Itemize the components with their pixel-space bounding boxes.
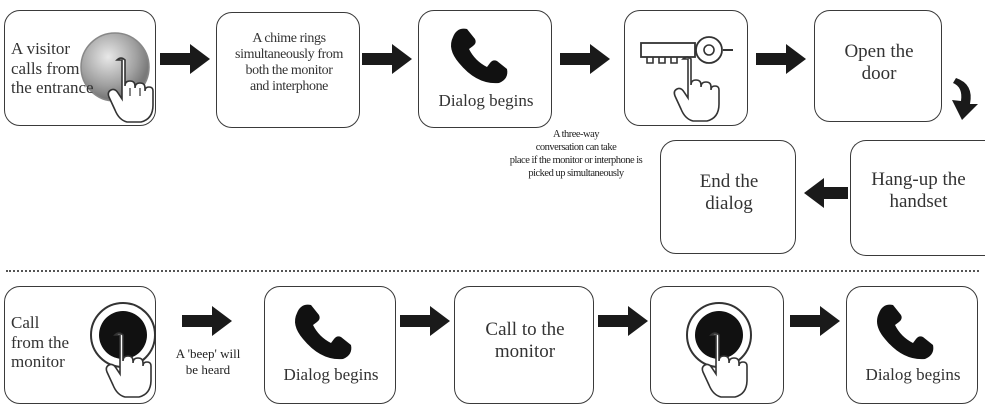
section-divider bbox=[6, 270, 979, 272]
flow-arrow bbox=[598, 306, 648, 336]
flow-arrow bbox=[160, 44, 210, 74]
telephone-handset-icon bbox=[451, 28, 508, 84]
flow-arrow bbox=[400, 306, 450, 336]
step-chime-line1: A chime rings bbox=[252, 31, 326, 46]
dialog-begins-label: Dialog begins bbox=[283, 365, 379, 384]
pointing-hand-icon bbox=[701, 332, 748, 398]
beep-line1: A 'beep' will bbox=[175, 346, 241, 361]
step-press-door-key bbox=[624, 10, 748, 126]
three-way-note: A three-way conversation can take place … bbox=[486, 128, 666, 181]
call-from-line3: monitor bbox=[11, 352, 65, 372]
call-to-line1: Call to the bbox=[485, 319, 565, 340]
step-end-dialog: End the dialog bbox=[660, 140, 796, 254]
step-call-to-monitor: Call to the monitor bbox=[454, 286, 594, 404]
curved-down-arrow bbox=[952, 78, 978, 120]
step-chime-line3: both the monitor bbox=[245, 63, 333, 79]
step-open-door: Open the door bbox=[814, 10, 942, 122]
telephone-handset-icon bbox=[295, 304, 352, 360]
note-line3: place if the monitor or interphone is bbox=[509, 155, 643, 167]
step-visitor-line2: calls from bbox=[11, 58, 80, 78]
step-chime-line2: simultaneously from bbox=[235, 47, 343, 63]
hang-up-line1: Hang-up the bbox=[871, 169, 966, 190]
flow-arrow bbox=[362, 44, 412, 74]
door-key-button-icon bbox=[640, 36, 733, 64]
note-line1: A three-way bbox=[552, 129, 600, 140]
end-dialog-line2: dialog bbox=[705, 192, 753, 214]
step-visitor-calls: A visitor calls from the entrance bbox=[4, 10, 156, 126]
flow-arrow bbox=[560, 44, 610, 74]
step-dialog-begins-b2: Dialog begins bbox=[264, 286, 396, 404]
flow-arrow bbox=[790, 306, 840, 336]
pointing-hand-icon bbox=[107, 57, 154, 123]
pointing-hand-icon bbox=[105, 332, 152, 398]
step-visitor-line3: the entrance bbox=[11, 78, 94, 98]
pointing-hand-icon bbox=[673, 56, 720, 122]
call-from-line2: from the bbox=[11, 332, 70, 352]
step-chime-line4: and interphone bbox=[250, 79, 328, 95]
end-dialog-line1: End the bbox=[699, 171, 759, 192]
dialog-begins-label: Dialog begins bbox=[438, 91, 534, 110]
flow-arrow bbox=[756, 44, 806, 74]
step-dialog-begins: Dialog begins bbox=[418, 10, 552, 128]
open-door-line2: door bbox=[861, 62, 897, 84]
step-hang-up: Hang-up the handset bbox=[850, 140, 985, 256]
flow-arrow bbox=[182, 306, 232, 336]
flow-arrow-left bbox=[804, 178, 848, 208]
step-visitor-line1: A visitor bbox=[11, 39, 71, 58]
call-from-line1: Call bbox=[11, 313, 40, 332]
dialog-begins-label: Dialog begins bbox=[865, 365, 961, 384]
open-door-line1: Open the bbox=[844, 41, 914, 62]
step-press-call-button bbox=[650, 286, 784, 404]
telephone-handset-icon bbox=[877, 304, 934, 360]
note-line2: conversation can take bbox=[535, 142, 617, 154]
beep-note: A 'beep' will be heard bbox=[160, 346, 256, 379]
step-call-from-monitor: Call from the monitor bbox=[4, 286, 156, 404]
step-chime-rings: A chime rings simultaneously from both t… bbox=[216, 12, 360, 128]
call-to-line2: monitor bbox=[494, 340, 556, 362]
beep-line2: be heard bbox=[185, 362, 231, 378]
note-line4: picked up simultaneously bbox=[528, 168, 624, 180]
step-dialog-begins-b5: Dialog begins bbox=[846, 286, 978, 404]
hang-up-line2: handset bbox=[889, 190, 948, 212]
